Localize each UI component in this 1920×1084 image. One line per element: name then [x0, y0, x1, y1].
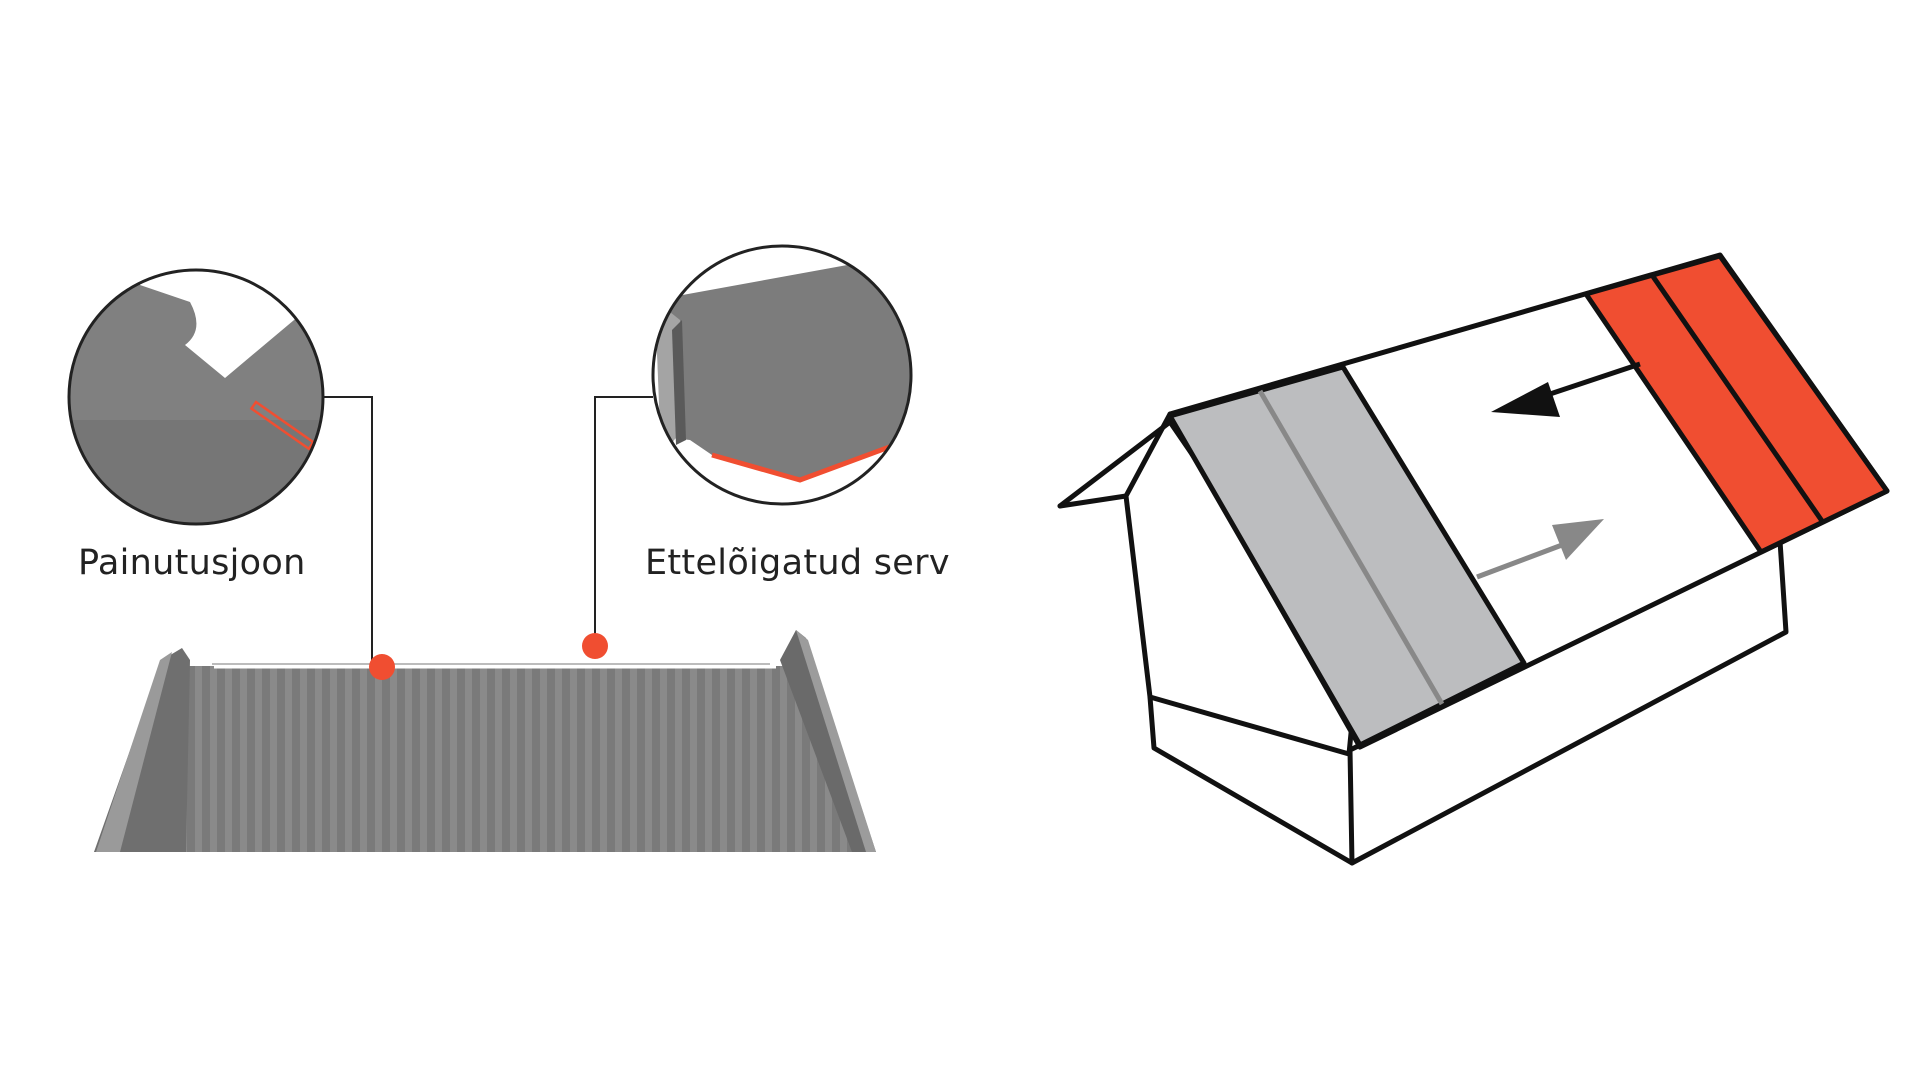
pre-cut-edge-label: Ettelõigatud serv	[645, 543, 950, 583]
bend-leader-line	[323, 396, 382, 669]
starting-panel-seam	[1649, 273, 1825, 523]
bend-magnifier-ring	[67, 268, 325, 526]
installed-panel-seam	[1257, 389, 1445, 706]
bend-line-callout	[67, 268, 395, 680]
arrow-right-icon	[1476, 519, 1604, 580]
installed-panel-strip	[1167, 364, 1527, 748]
roof-panel	[94, 630, 876, 852]
panel-left-seam-face	[96, 652, 172, 852]
pre-cut-edge-callout	[582, 244, 913, 659]
gable-eave-inner	[1057, 493, 1129, 509]
cut-leader-line	[594, 396, 653, 646]
installed-panels	[1167, 364, 1527, 748]
starting-panel-strip	[1583, 253, 1890, 555]
bend-marker-dot	[369, 654, 395, 680]
bend-detail-magnifier	[69, 270, 323, 524]
cut-magnifier-ring	[651, 244, 913, 506]
arrow-left-icon	[1491, 361, 1641, 417]
cut-marker-dot	[582, 633, 608, 659]
panel-right-seam-face	[796, 630, 876, 852]
cut-detail-magnifier	[653, 246, 911, 504]
bend-line-label: Painutusjoon	[78, 543, 306, 583]
wall-bottom	[1147, 694, 1355, 866]
panel-body	[94, 666, 876, 852]
starting-panels	[1583, 253, 1890, 555]
